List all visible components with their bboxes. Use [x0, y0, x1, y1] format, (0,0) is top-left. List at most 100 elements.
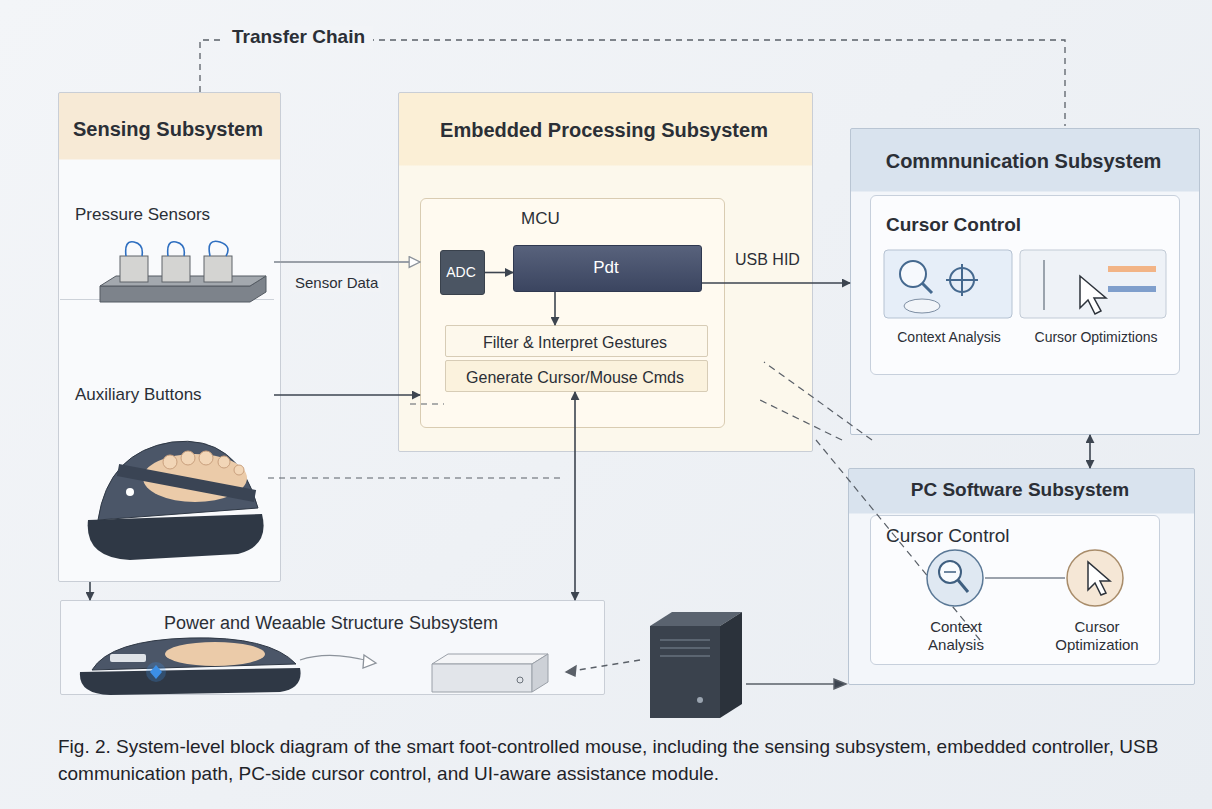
- node-heading: Pdt: [514, 258, 698, 278]
- transfer-chain-bracket-part: [200, 40, 1065, 126]
- pc-cursor-icon-part: [1067, 550, 1123, 606]
- pressure-sensor-strip-part: [120, 256, 148, 282]
- sandal-illustration-part: [118, 470, 255, 496]
- tower-links-part: [746, 683, 834, 684]
- tower-links: [566, 660, 846, 689]
- sandal-illustration-part: [234, 465, 244, 475]
- tower-links-part: [834, 679, 846, 689]
- connector-arrow: [89, 582, 91, 600]
- node-heading: PC Software Subsystem: [849, 479, 1191, 502]
- sandal-illustration-part: [218, 456, 230, 468]
- aux-dashed-wire-part: [268, 477, 560, 478]
- mcu-panel: MCU ADC PdtFilter & Interpret GesturesGene…: [420, 198, 725, 428]
- processor-block: Pdt: [513, 245, 702, 292]
- process-box: Generate Cursor/Mouse Cmds: [445, 360, 708, 392]
- context-analysis-icon-part: [904, 299, 940, 313]
- connector-arrow: [554, 292, 556, 325]
- tower-links-part: [566, 666, 576, 676]
- sandal-illustration-part: [199, 451, 213, 465]
- figure-caption: Fig. 2. System-level block diagram of th…: [58, 734, 1178, 787]
- node-heading: Auxiliary Buttons: [75, 385, 265, 405]
- sandal-illustration-part: [163, 455, 177, 469]
- icon-caption: Cursor Optimiztions: [1017, 329, 1175, 346]
- computer-tower-part: [650, 612, 742, 626]
- sandal-illustration: [88, 441, 264, 560]
- tower-links-part: [566, 660, 640, 672]
- wearable-sandal-part: [110, 654, 146, 662]
- node-heading: Commnunication Subsystem: [851, 149, 1196, 173]
- subsystem-panel: Sensing SubsystemPressure SensorsAuxilia…: [58, 92, 281, 582]
- wearable-sandal-part: [80, 668, 301, 695]
- transfer-chain-bracket: [200, 40, 1065, 126]
- cursor-optimization-icon-part: [1108, 286, 1156, 292]
- button-region: Auxiliary Buttons: [60, 301, 274, 579]
- pressure-sensor-strip-part: [204, 256, 232, 282]
- node-heading: Pressure Sensors: [75, 205, 265, 225]
- context-analysis-icon-part: [922, 283, 932, 293]
- receiver-device-part: [532, 654, 548, 692]
- cursor-optimization-icon-part: [1108, 266, 1156, 272]
- receiver-device-part: [517, 677, 523, 683]
- assist-dashed-links-part: [764, 362, 872, 440]
- sandal-illustration-part: [88, 514, 264, 560]
- computer-tower-part: [660, 640, 710, 656]
- pc-context-icon-part: [944, 571, 956, 573]
- cursor-control-panel: Cursor ControlContext AnalysisCursor Opt…: [870, 515, 1160, 665]
- node-heading: Sensing Subsystem: [59, 117, 277, 141]
- subsystem-panel: Embedded Processing SubsystemMCUADCPdtFi…: [398, 92, 813, 452]
- node-heading: Filter & Interpret Gestures: [446, 333, 704, 352]
- icon-caption: Context Analysis: [906, 618, 1006, 654]
- receiver-device: [432, 654, 548, 692]
- context-analysis-icon-part: [900, 261, 926, 287]
- assist-dashed-links-part: [816, 440, 980, 640]
- pc-context-icon-part: [927, 550, 983, 606]
- sandal-to-device-link-part: [363, 655, 376, 668]
- signal-label: USB HID: [732, 250, 803, 269]
- adc-block: ADC: [440, 250, 485, 295]
- pressure-sensor-strip-part: [162, 256, 190, 282]
- aux-dashed-wire-part: [410, 403, 444, 404]
- assist-dashed-links: [760, 362, 980, 640]
- receiver-device-part: [432, 654, 548, 664]
- wearable-sandal-part: [92, 638, 296, 670]
- assist-dashed-links-part: [760, 400, 842, 440]
- sandal-illustration-part: [126, 488, 134, 496]
- wearable-sandal-part: [165, 642, 265, 666]
- connector-arrow: [485, 272, 513, 274]
- cursor-optimization-icon-part: [1080, 276, 1106, 314]
- context-analysis-icon-part: [946, 264, 978, 296]
- node-heading: MCU: [521, 209, 601, 229]
- pc-cursor-icon-part: [1088, 562, 1110, 595]
- connector-arrow: [274, 394, 420, 396]
- context-analysis-icon: [884, 250, 1012, 318]
- computer-tower-part: [650, 626, 720, 718]
- context-analysis-icon-part: [950, 268, 974, 292]
- wearable-sandal-part: [150, 665, 162, 679]
- pressure-sensor-strip-part: [100, 276, 266, 286]
- cursor-control-panel: Cursor ControlContext AnalysisCursor Opt…: [870, 195, 1180, 375]
- computer-tower-part: [720, 612, 742, 718]
- pc-context-icon-part: [939, 561, 961, 583]
- computer-tower: [650, 612, 742, 718]
- subsystem-panel: Power and Weaable Structure Subsystem: [60, 600, 605, 695]
- node-heading: Generate Cursor/Mouse Cmds: [446, 368, 704, 387]
- pc-context-icon-part: [958, 580, 968, 592]
- pc-cursor-icon: [985, 550, 1123, 606]
- connector-arrow: [702, 282, 850, 284]
- receiver-device-part: [432, 664, 532, 692]
- sandal-illustration-part: [181, 451, 195, 465]
- node-heading: Power and Weaable Structure Subsystem: [61, 613, 601, 635]
- pressure-sensor-strip-part: [126, 241, 228, 256]
- sandal-to-device-link-part: [300, 655, 372, 662]
- context-analysis-icon-part: [884, 250, 1012, 318]
- connector-arrow: [1089, 435, 1091, 468]
- aux-dashed-wire: [268, 404, 560, 478]
- cursor-optimization-icon-part: [1020, 250, 1166, 318]
- wearable-sandal: [80, 638, 301, 695]
- sandal-illustration-part: [143, 454, 247, 502]
- sensor-region: Pressure Sensors: [60, 160, 274, 300]
- connector-arrow: [574, 392, 576, 600]
- icon-caption: Context Analysis: [879, 329, 1019, 346]
- pc-context-icon: [927, 550, 983, 606]
